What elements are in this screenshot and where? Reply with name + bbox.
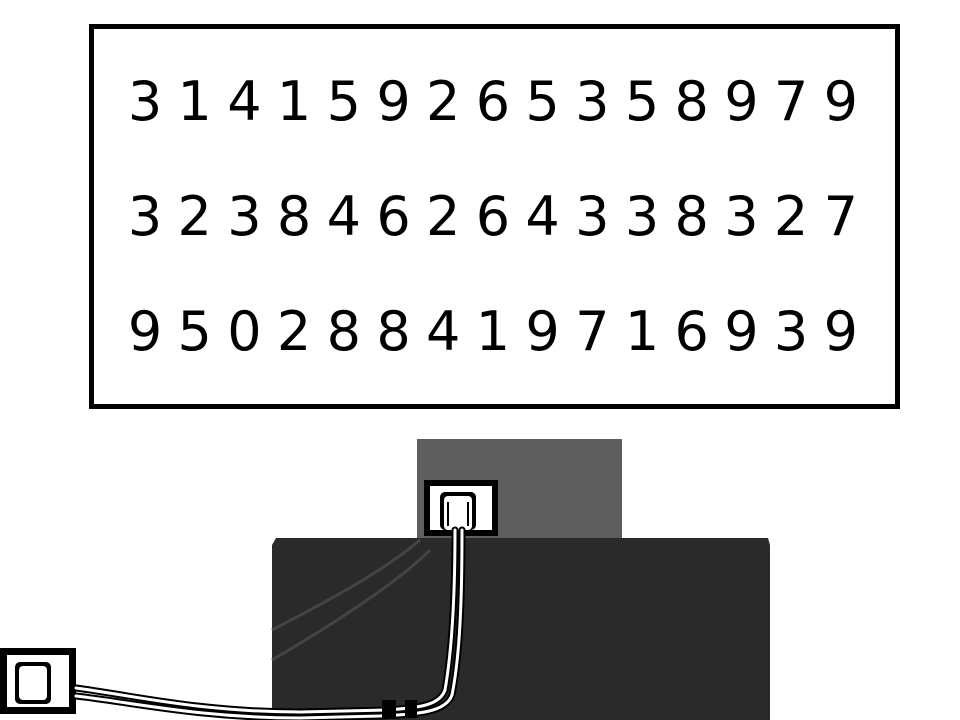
digit-cell: 9 bbox=[525, 300, 560, 363]
digit-cell: 3 bbox=[575, 70, 610, 133]
digit-cell: 6 bbox=[475, 185, 511, 248]
digit-cell: 8 bbox=[376, 300, 411, 363]
wall-socket[interactable] bbox=[0, 648, 76, 714]
device-scratch bbox=[271, 548, 432, 662]
digit-cell: 2 bbox=[773, 185, 809, 248]
digit-cell: 7 bbox=[773, 70, 809, 133]
digit-cell: 2 bbox=[426, 185, 461, 248]
digit-cell: 9 bbox=[376, 70, 411, 133]
digit-cell: 9 bbox=[724, 70, 759, 133]
digit-cell: 8 bbox=[674, 185, 709, 248]
digit-cell: 9 bbox=[724, 300, 759, 363]
digit-cell: 3 bbox=[575, 185, 610, 248]
digit-cell: 5 bbox=[525, 70, 560, 133]
digit-cell: 5 bbox=[326, 70, 361, 133]
digit-cell: 3 bbox=[127, 185, 163, 248]
plug-connector bbox=[382, 700, 396, 718]
digit-cell: 5 bbox=[177, 300, 212, 363]
digit-cell: 8 bbox=[326, 300, 361, 363]
plug-connector bbox=[405, 700, 417, 718]
digit-cell: 6 bbox=[674, 300, 709, 363]
digit-cell: 1 bbox=[475, 300, 511, 363]
digit-cell: 7 bbox=[823, 185, 858, 248]
digit-cell: 3 bbox=[624, 185, 660, 248]
digit-cell: 4 bbox=[426, 300, 461, 363]
digit-cell: 3 bbox=[227, 185, 262, 248]
digit-cell: 1 bbox=[276, 70, 312, 133]
digit-cell: 2 bbox=[426, 70, 461, 133]
digit-cell: 4 bbox=[227, 70, 262, 133]
device-scratch bbox=[271, 538, 421, 632]
digit-cell: 3 bbox=[127, 70, 163, 133]
digit-cell: 7 bbox=[575, 300, 610, 363]
digit-cell: 3 bbox=[724, 185, 759, 248]
digit-cell: 2 bbox=[276, 300, 312, 363]
digit-cell: 9 bbox=[823, 300, 858, 363]
digit-cell: 3 bbox=[773, 300, 809, 363]
digit-cell: 6 bbox=[475, 70, 511, 133]
digit-cell: 2 bbox=[177, 185, 212, 248]
digit-cell: 1 bbox=[624, 300, 660, 363]
digit-cell: 0 bbox=[227, 300, 262, 363]
digit-cell: 9 bbox=[823, 70, 858, 133]
digit-cell: 8 bbox=[276, 185, 312, 248]
digit-cell: 4 bbox=[326, 185, 361, 248]
digit-cell: 8 bbox=[674, 70, 709, 133]
digit-cell: 4 bbox=[525, 185, 560, 248]
digit-cell: 6 bbox=[376, 185, 411, 248]
digit-cell: 5 bbox=[624, 70, 660, 133]
digit-cell: 9 bbox=[127, 300, 163, 363]
digit-cell: 1 bbox=[177, 70, 212, 133]
device-body bbox=[272, 538, 770, 720]
